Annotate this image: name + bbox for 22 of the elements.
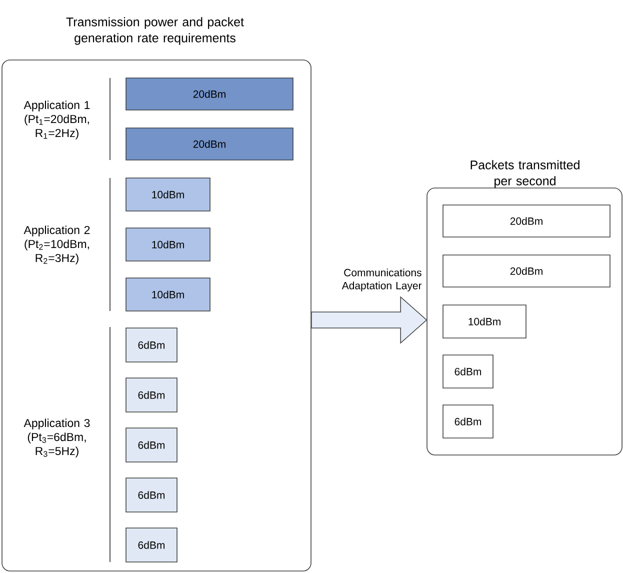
power-box: 20dBm bbox=[442, 204, 610, 238]
power-box: 10dBm bbox=[126, 228, 210, 262]
power-box: 20dBm bbox=[126, 128, 294, 160]
power-box: 6dBm bbox=[126, 378, 178, 412]
power-box: 20dBm bbox=[442, 254, 610, 288]
application-label: Application 2 (Pt$_{2}$=10dBm, R$_{2}$=3Hz) bbox=[24, 226, 90, 264]
power-box: 6dBm bbox=[126, 428, 178, 462]
power-box: 6dBm bbox=[442, 404, 494, 438]
application-label: Application 3 (Pt$_{3}$=6dBm, R$_{3}$=5Hz) bbox=[24, 418, 90, 458]
application-label: Application 1 (Pt$_{1}$=20dBm, R$_{1}$=2Hz) bbox=[24, 100, 90, 140]
node-label: Transmission power and packet generation rate requirements bbox=[66, 17, 244, 45]
edge-label: Communications Adaptation Layer bbox=[342, 268, 422, 292]
power-box: 20dBm bbox=[126, 78, 294, 110]
power-box: 10dBm bbox=[126, 178, 210, 212]
power-box: 6dBm bbox=[126, 528, 178, 562]
power-box: 6dBm bbox=[442, 354, 494, 388]
power-box: 6dBm bbox=[126, 478, 178, 512]
block-arrow bbox=[311, 296, 428, 344]
power-box: 6dBm bbox=[126, 328, 178, 362]
power-box: 10dBm bbox=[126, 278, 210, 312]
node-label: Packets transmitted per second bbox=[470, 160, 580, 188]
power-box: 10dBm bbox=[442, 304, 526, 338]
